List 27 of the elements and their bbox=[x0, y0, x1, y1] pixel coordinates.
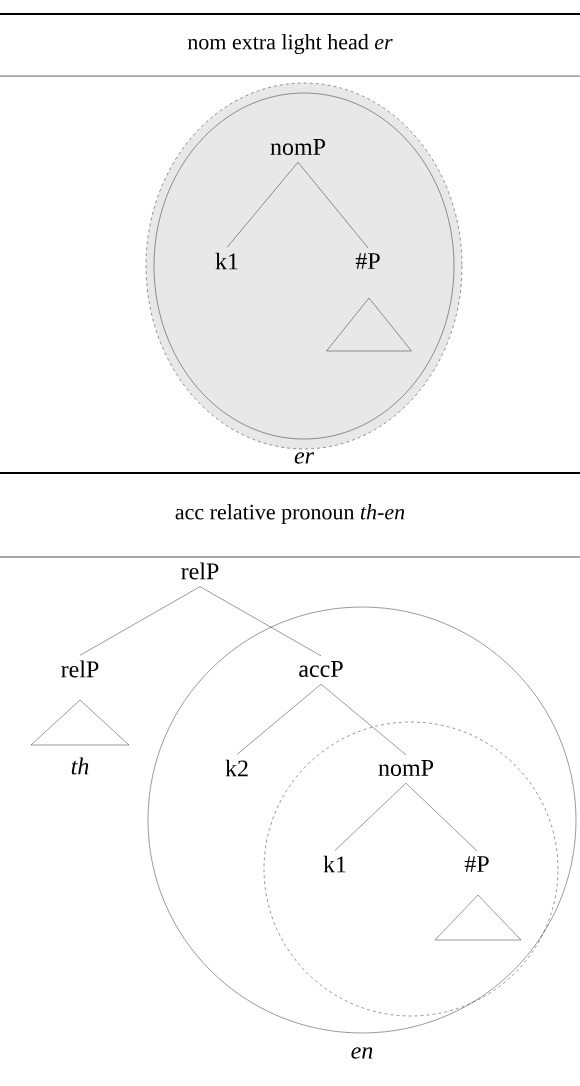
tree-label: nomP bbox=[270, 139, 326, 155]
tree-branch bbox=[320, 683, 407, 756]
node-label: er bbox=[294, 452, 315, 464]
tree-label: #P bbox=[464, 856, 489, 872]
triangle: th bbox=[30, 699, 130, 775]
triangle bbox=[326, 297, 412, 352]
tree-branch bbox=[226, 162, 299, 248]
tree-label: k2 bbox=[225, 759, 248, 777]
node-label: th bbox=[71, 757, 89, 775]
tree-label: accP bbox=[299, 661, 343, 677]
tree-branch bbox=[297, 162, 369, 249]
triangle bbox=[434, 894, 522, 941]
tree-branch bbox=[79, 586, 201, 656]
tree-label: relP bbox=[181, 562, 219, 580]
tree-label: k1 bbox=[323, 855, 346, 873]
tree-branch bbox=[405, 782, 478, 852]
dashed-circle bbox=[263, 721, 559, 1017]
tree-label: k1 bbox=[215, 252, 238, 270]
heading: nom extra light head er bbox=[187, 34, 393, 54]
tree-label: #P bbox=[355, 253, 380, 269]
tree-branch bbox=[236, 683, 322, 755]
tree-label: nomP bbox=[378, 760, 434, 776]
tree-branch bbox=[199, 586, 322, 657]
node-label: en bbox=[351, 1047, 373, 1059]
tree-label: relP bbox=[61, 660, 99, 678]
tree-branch bbox=[334, 782, 407, 851]
heading: acc relative pronoun th-en bbox=[175, 504, 405, 524]
